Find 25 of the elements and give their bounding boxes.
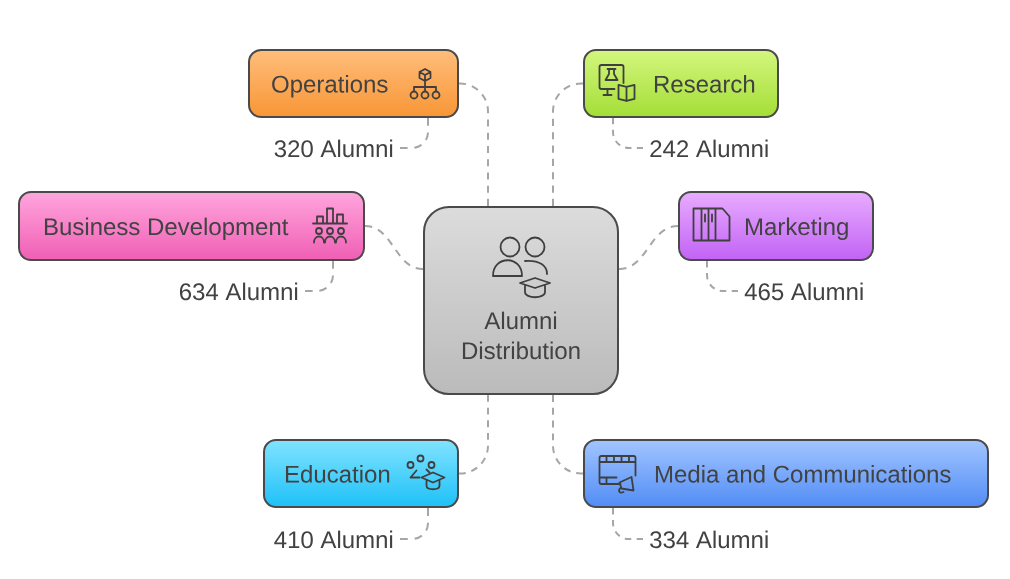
count-label: 634 Alumni	[179, 282, 298, 301]
count-label: 465 Alumni	[744, 282, 863, 301]
connector	[458, 394, 489, 475]
leader-line	[612, 117, 644, 149]
leader-line	[612, 507, 644, 540]
connector	[552, 82, 584, 207]
connector	[364, 225, 424, 270]
category-box: Marketing	[678, 191, 874, 261]
leader-line	[706, 260, 739, 292]
category-box: Operations	[248, 49, 459, 118]
connector	[618, 225, 679, 270]
count-label: 410 Alumni	[274, 530, 393, 549]
connector	[552, 394, 584, 475]
central-box: Alumni Distribution	[423, 206, 619, 395]
category-box: Education	[263, 439, 459, 508]
leader-line	[304, 260, 334, 292]
connector	[458, 82, 489, 207]
category-box: Research	[583, 49, 779, 118]
category-box: Business Development	[18, 191, 365, 261]
leader-line	[399, 117, 429, 149]
leader-line	[399, 507, 429, 540]
count-label: 320 Alumni	[274, 139, 393, 158]
count-label: 242 Alumni	[650, 139, 768, 158]
category-box: Media and Communications	[583, 439, 989, 508]
count-label: 334 Alumni	[650, 530, 768, 549]
